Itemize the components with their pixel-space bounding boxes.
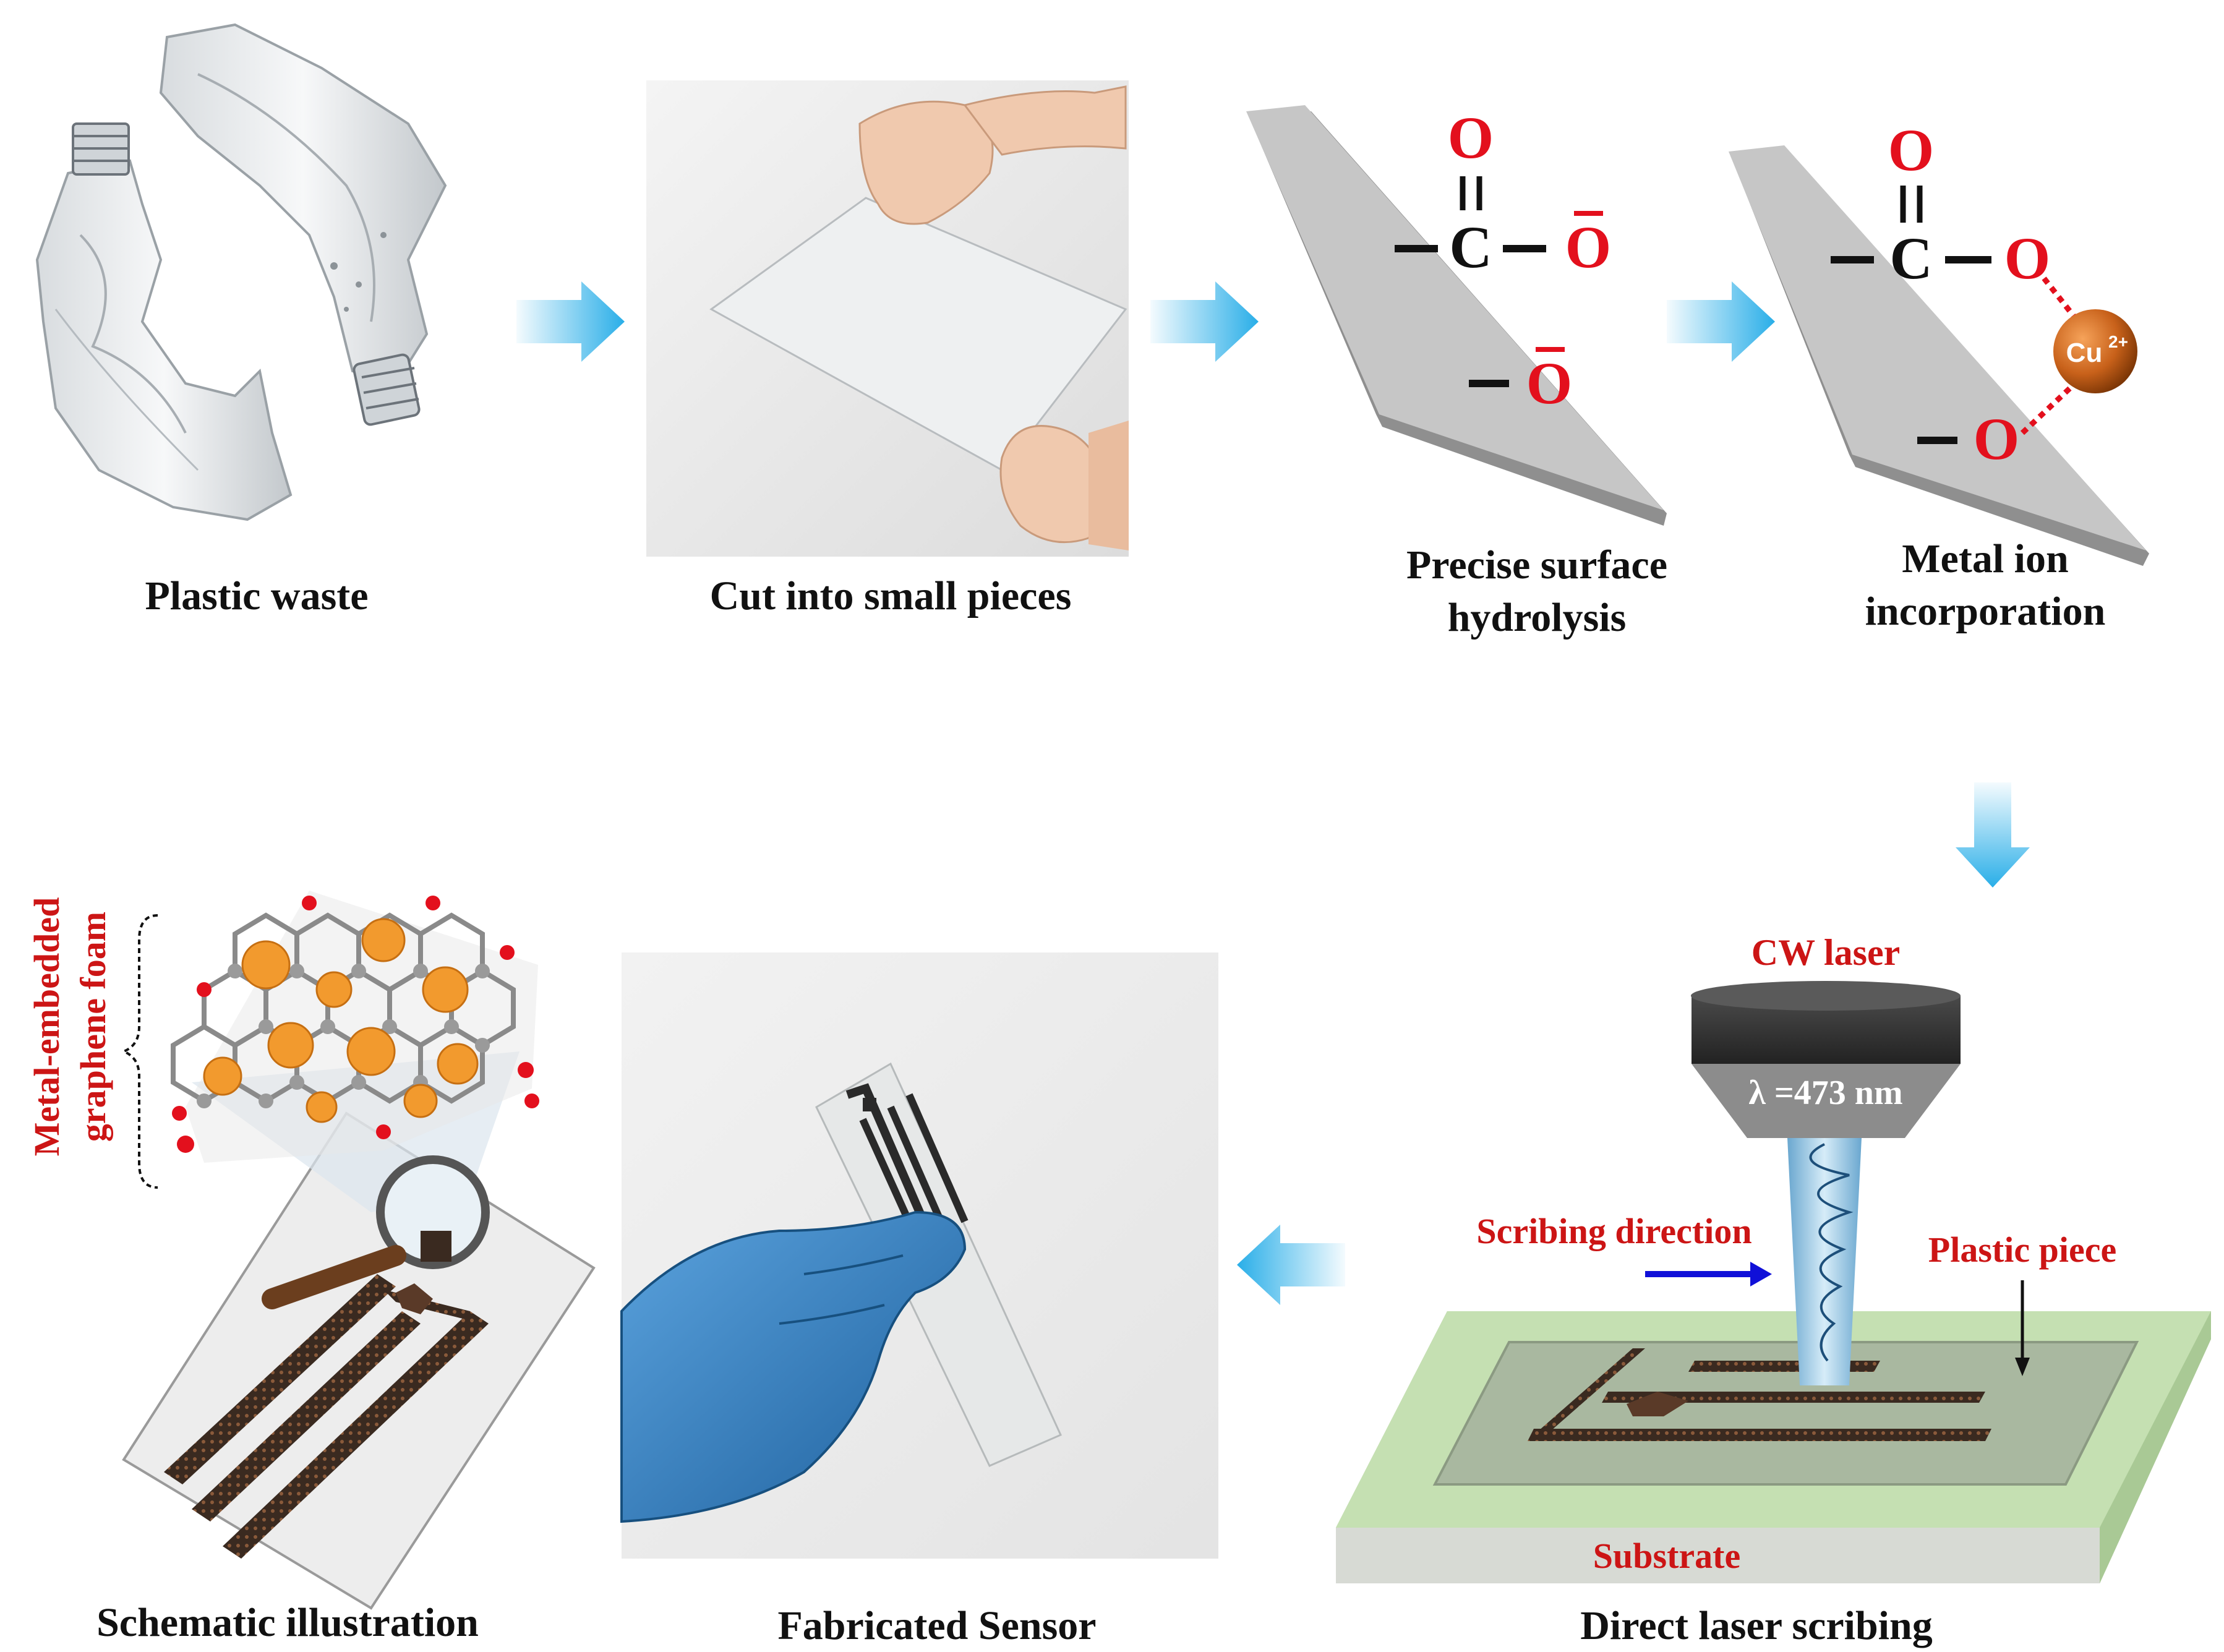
label-foam-1: Metal-embedded (27, 897, 67, 1157)
graphene-foam-lattice (171, 891, 539, 1163)
schematic-illustration (120, 891, 596, 1610)
copper-symbol: Cu (2066, 338, 2103, 368)
oxygen-carbonyl: O (1448, 105, 1494, 171)
label-hydrolysis-1: Precise surface (1406, 542, 1667, 588)
arrow-left (1237, 1225, 1345, 1305)
copper-charge: 2+ (2108, 332, 2128, 351)
carboxylate-group: O C O (1395, 105, 1611, 280)
label-hydrolysis-2: hydrolysis (1448, 595, 1627, 640)
oxygen-bound-2: O (1974, 406, 2020, 472)
plastic-waste-image (35, 23, 447, 521)
label-cut-pieces: Cut into small pieces (710, 573, 1072, 618)
label-cw-laser: CW laser (1751, 932, 1901, 973)
label-wavelength: λ =473 nm (1748, 1074, 1902, 1112)
label-schematic: Schematic illustration (96, 1600, 479, 1645)
arrow-right-2 (1150, 281, 1259, 362)
label-laser-scribing: Direct laser scribing (1580, 1603, 1932, 1648)
fabricated-sensor-photo (620, 952, 1218, 1559)
hydroxide-group: O (1469, 347, 1573, 416)
arrow-down (1956, 782, 2030, 888)
label-scribing-direction: Scribing direction (1476, 1211, 1751, 1251)
label-metal-ion-1: Metal ion (1902, 536, 2068, 581)
laser-scribing-illustration (1336, 981, 2211, 1583)
arrow-right-1 (516, 281, 625, 362)
label-substrate: Substrate (1593, 1536, 1740, 1576)
oxygen-anion-2: O (1526, 350, 1573, 416)
oxygen-carbonyl-2: O (1888, 117, 1935, 183)
arrow-right-3 (1667, 281, 1775, 362)
label-foam-2: graphene foam (73, 912, 113, 1142)
hydrolysis-plate (1246, 105, 1667, 526)
oxygen-anion-1: O (1565, 214, 1612, 280)
carbon-atom-2: C (1889, 225, 1932, 291)
label-plastic-piece: Plastic piece (1928, 1230, 2116, 1270)
label-fabricated-sensor: Fabricated Sensor (777, 1603, 1096, 1648)
copper-ion: Cu 2+ (2053, 309, 2137, 393)
label-metal-ion-2: incorporation (1865, 589, 2106, 634)
carbon-atom: C (1449, 214, 1492, 280)
carboxylate-cu-group: O C O O (1831, 117, 2081, 472)
label-plastic-waste: Plastic waste (145, 573, 368, 618)
metal-ion-plate (1729, 145, 2149, 566)
cut-pieces-photo (646, 80, 1129, 557)
